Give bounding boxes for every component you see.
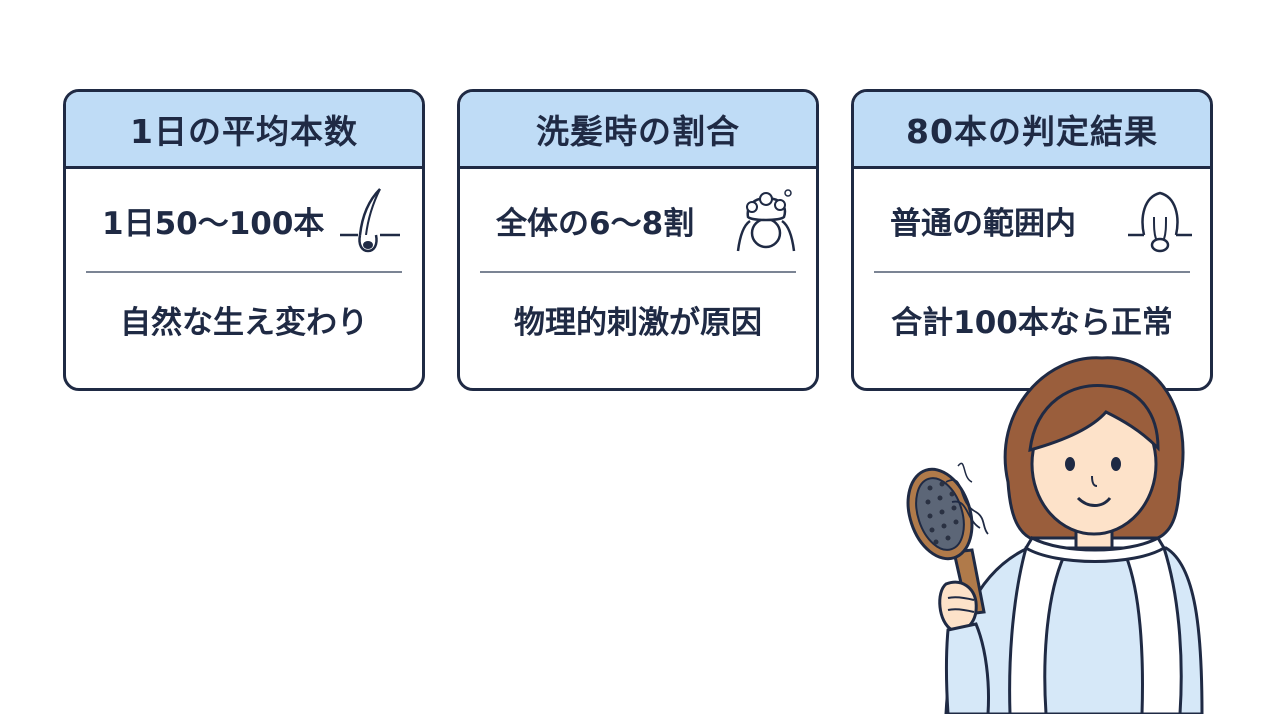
card-main-text: 普通の範囲内 bbox=[890, 205, 1076, 242]
hair-root-icon bbox=[1128, 191, 1192, 253]
hair-follicle-icon bbox=[340, 188, 400, 253]
card-header: 洗髪時の割合 bbox=[460, 92, 816, 169]
shampoo-washing-icon bbox=[736, 189, 796, 252]
card-main-row: 1日50〜100本 bbox=[66, 169, 422, 271]
card-divider bbox=[874, 271, 1190, 273]
info-card-judgement: 80本の判定結果 普通の範囲内 合計100本なら正常 bbox=[851, 89, 1213, 391]
card-sub-text: 自然な生え変わり bbox=[120, 304, 368, 341]
woman-illustration bbox=[906, 356, 1204, 714]
card-main-text: 全体の6〜8割 bbox=[496, 205, 695, 242]
card-main-text: 1日50〜100本 bbox=[102, 205, 325, 242]
info-card-washing-ratio: 洗髪時の割合 全体の6〜8割 物理的刺激が原因 bbox=[457, 89, 819, 391]
card-divider bbox=[86, 271, 402, 273]
card-header: 1日の平均本数 bbox=[66, 92, 422, 169]
card-header: 80本の判定結果 bbox=[854, 92, 1210, 169]
card-main-row: 普通の範囲内 bbox=[854, 169, 1210, 271]
info-card-daily-average: 1日の平均本数 1日50〜100本 自然な生え変わり bbox=[63, 89, 425, 391]
card-main-row: 全体の6〜8割 bbox=[460, 169, 816, 271]
card-sub-text: 物理的刺激が原因 bbox=[514, 304, 762, 341]
card-divider bbox=[480, 271, 796, 273]
card-sub-text: 合計100本なら正常 bbox=[891, 304, 1173, 341]
